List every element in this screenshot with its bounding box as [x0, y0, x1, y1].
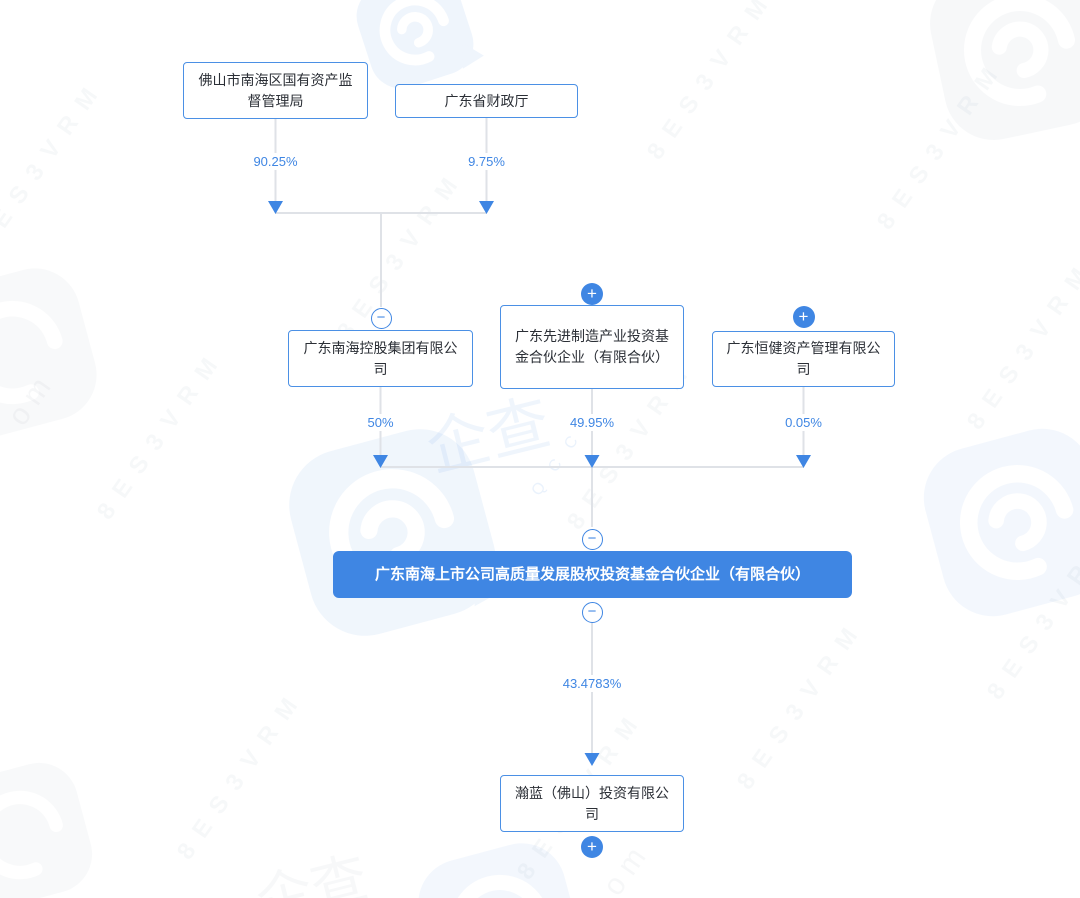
org-node-label: 广东南海上市公司高质量发展股权投资基金合伙企业（有限合伙）	[374, 566, 810, 583]
expand-icon[interactable]: +	[581, 283, 603, 305]
ownership-percent-label: 0.05%	[780, 414, 827, 431]
expand-icon[interactable]: +	[581, 836, 603, 858]
collapse-icon[interactable]: −	[581, 528, 603, 550]
org-node-label: 佛山市南海区国有资产监督管理局	[198, 71, 353, 109]
org-node-label: 瀚蓝（佛山）投资有限公司	[515, 784, 669, 822]
org-node-main-fund-highlighted[interactable]: 广东南海上市公司高质量发展股权投资基金合伙企业（有限合伙）	[333, 551, 852, 598]
org-node-label: 广东恒健资产管理有限公司	[726, 340, 881, 377]
ownership-percent-label: 50%	[362, 414, 399, 431]
expand-icon[interactable]: +	[792, 306, 815, 328]
ownership-percent-label: 43.4783%	[557, 675, 627, 692]
org-node-label: 广东南海控股集团有限公司	[303, 339, 458, 377]
org-node-foshan-sasac[interactable]: 佛山市南海区国有资产监督管理局	[183, 62, 368, 119]
ownership-percent-label: 9.75%	[463, 153, 510, 170]
org-node-advanced-manufacturing-fund[interactable]: 广东先进制造产业投资基金合伙企业（有限合伙）	[500, 305, 684, 389]
collapse-icon[interactable]: −	[581, 601, 603, 623]
org-node-hengjian-asset-mgmt[interactable]: 广东恒健资产管理有限公司	[712, 331, 895, 387]
arrowheads	[268, 201, 811, 766]
org-node-nanhai-holding-group[interactable]: 广东南海控股集团有限公司	[288, 330, 473, 387]
ownership-percent-label: 90.25%	[248, 153, 303, 170]
org-node-hanlan-foshan-investment[interactable]: 瀚蓝（佛山）投资有限公司	[500, 775, 684, 832]
org-node-label: 广东先进制造产业投资基金合伙企业（有限合伙）	[515, 328, 669, 365]
ownership-percent-label: 49.95%	[564, 414, 620, 431]
collapse-icon[interactable]: −	[370, 307, 392, 329]
org-node-guangdong-finance-dept[interactable]: 广东省财政厅	[395, 84, 578, 118]
org-node-label: 广东省财政厅	[444, 92, 529, 109]
